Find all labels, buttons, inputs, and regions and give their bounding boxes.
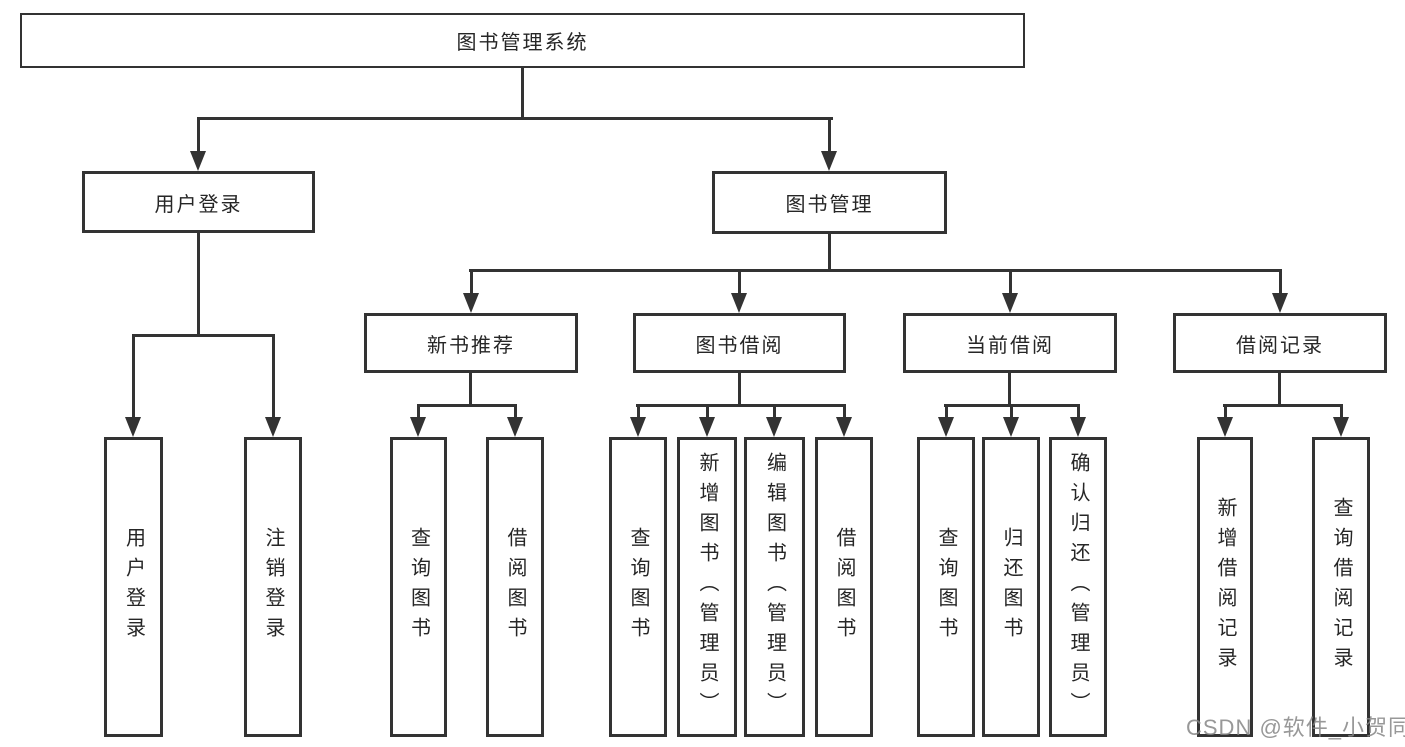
connector-line (636, 404, 846, 407)
connector-arrow-drop (1272, 269, 1288, 313)
connector-line (828, 234, 831, 271)
connector-arrow-drop (1217, 404, 1233, 437)
connector-arrow-drop (1003, 404, 1019, 437)
connector-arrow-drop (1333, 404, 1349, 437)
connector-line (197, 117, 833, 120)
connector-line (132, 334, 275, 337)
leaf-borrowing-edit-books-admin: 编辑图书（管理员） (744, 437, 805, 737)
connector-line (521, 68, 524, 118)
leaf-recommend-query-books: 查询图书 (390, 437, 447, 737)
leaf-recommend-borrow-books: 借阅图书 (486, 437, 544, 737)
connector-line (1278, 373, 1281, 406)
leaf-current-query-books: 查询图书 (917, 437, 975, 737)
connector-arrow-drop (463, 269, 479, 313)
connector-arrow-drop (265, 334, 281, 437)
connector-arrow-drop (766, 404, 782, 437)
connector-line (469, 269, 1282, 272)
node-book-borrowing: 图书借阅 (633, 313, 846, 373)
connector-arrow-drop (507, 404, 523, 437)
connector-arrow-drop (125, 334, 141, 437)
connector-arrow-drop (630, 404, 646, 437)
connector-line (738, 373, 741, 406)
connector-arrow-drop (410, 404, 426, 437)
node-new-book-recommendation: 新书推荐 (364, 313, 578, 373)
leaf-current-confirm-return-admin: 确认归还（管理员） (1049, 437, 1107, 737)
connector-arrow-drop (1070, 404, 1086, 437)
leaf-user-login: 用户登录 (104, 437, 163, 737)
connector-arrow-drop (1002, 269, 1018, 313)
node-user-login: 用户登录 (82, 171, 315, 233)
csdn-watermark: CSDN @软件_小贺同学 (1186, 715, 1405, 740)
leaf-logout: 注销登录 (244, 437, 302, 737)
connector-line (1008, 373, 1011, 406)
connector-arrow-drop (699, 404, 715, 437)
leaf-borrowing-query-books: 查询图书 (609, 437, 667, 737)
connector-line (469, 373, 472, 406)
connector-line (197, 233, 200, 336)
connector-arrow-drop (190, 117, 206, 171)
node-library-system: 图书管理系统 (20, 13, 1025, 68)
node-book-management: 图书管理 (712, 171, 947, 234)
leaf-records-query-borrow-record: 查询借阅记录 (1312, 437, 1370, 737)
leaf-borrowing-add-books-admin: 新增图书（管理员） (677, 437, 737, 737)
leaf-records-add-borrow-record: 新增借阅记录 (1197, 437, 1253, 737)
connector-arrow-drop (821, 117, 837, 171)
leaf-current-return-books: 归还图书 (982, 437, 1040, 737)
connector-line (1223, 404, 1343, 407)
connector-line (417, 404, 517, 407)
node-current-borrowing: 当前借阅 (903, 313, 1117, 373)
node-borrowing-records: 借阅记录 (1173, 313, 1387, 373)
leaf-borrowing-borrow-books: 借阅图书 (815, 437, 873, 737)
connector-arrow-drop (938, 404, 954, 437)
connector-arrow-drop (731, 269, 747, 313)
connector-arrow-drop (836, 404, 852, 437)
